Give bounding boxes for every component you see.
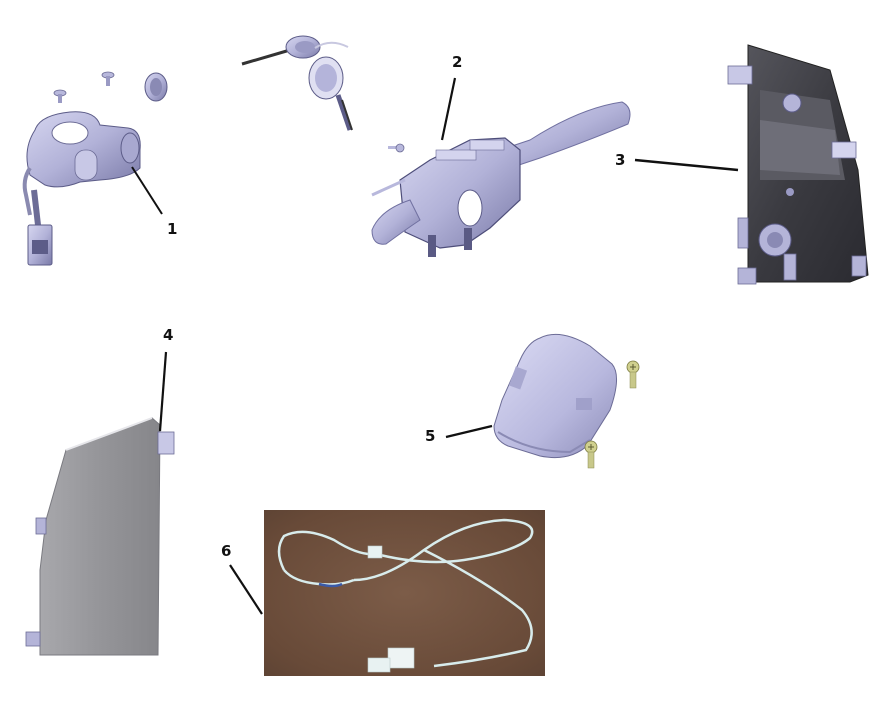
fuse-holder-icon [387,647,415,669]
interior-lamp-cover [493,333,617,459]
screw-icon [53,89,67,103]
leader-line-3 [634,158,739,172]
callout-label-3: 3 [615,151,626,169]
leader-line-5 [445,424,493,439]
column-switch [371,101,631,257]
screw-icon [388,143,405,153]
wiring-harness-drawing [264,510,545,676]
callout-label-5: 5 [425,427,436,445]
leader-line-1 [131,166,163,215]
headlamp-housing [727,44,869,285]
callout-label-2: 2 [452,53,463,71]
keys [241,35,353,131]
screw-icon [101,71,115,86]
headlamp-lens-panel [25,417,175,656]
connector-icon [367,657,391,673]
leader-line-2 [440,77,457,141]
leader-line-4 [158,351,168,432]
callout-label-4: 4 [163,326,174,344]
screw-icon [584,440,598,469]
lock-cap-icon [144,72,168,102]
leader-line-6 [229,564,263,615]
screw-icon [626,360,640,389]
callout-label-6: 6 [221,542,232,560]
ignition-lock-assembly [22,71,168,266]
connector-icon [367,545,383,559]
callout-label-1: 1 [167,220,178,238]
wiring-harness-photo [264,510,545,676]
